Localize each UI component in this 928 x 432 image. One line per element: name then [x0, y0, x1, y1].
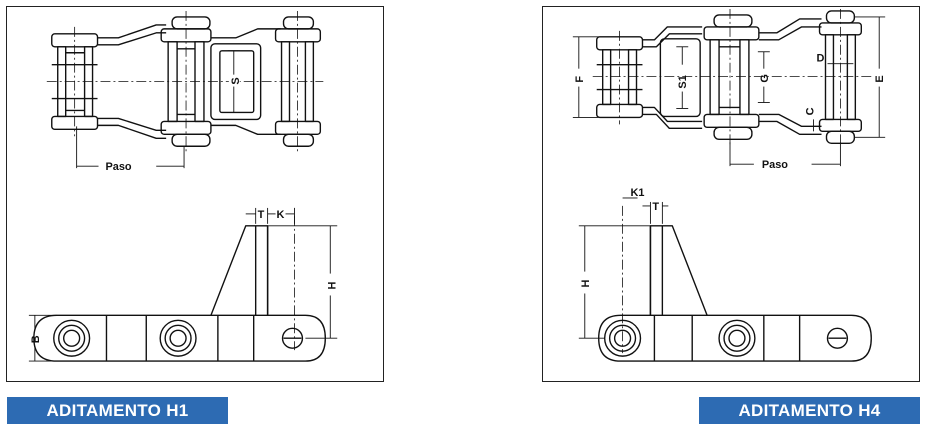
drawing-panel-h1: Paso S: [6, 6, 384, 382]
h1-b-label: B: [30, 335, 42, 343]
drawing-panel-h4: F S1 G D C: [542, 6, 920, 382]
title-banner-h4: ADITAMENTO H4: [699, 397, 920, 424]
h1-chain-drawing: Paso S: [28, 10, 338, 362]
h1-k-label: K: [277, 209, 285, 221]
title-banner-h1: ADITAMENTO H1: [7, 397, 228, 424]
h4-t-label: T: [652, 201, 659, 213]
h1-pitch-label: Paso: [105, 161, 131, 173]
h4-c-label: C: [805, 107, 817, 115]
h4-h-label: H: [580, 280, 592, 288]
h1-h-label: H: [326, 281, 338, 289]
h1-t-label: T: [258, 209, 265, 221]
h1-s-label: S: [230, 77, 242, 84]
h4-pitch-label: Paso: [762, 159, 788, 171]
h4-g-label: G: [759, 74, 771, 83]
h4-f-label: F: [574, 76, 586, 83]
h4-s1-label: S1: [677, 75, 689, 88]
h4-chain-drawing: F S1 G D C: [572, 8, 886, 362]
h4-k1-label: K1: [631, 187, 645, 199]
h4-d-label: D: [817, 53, 825, 65]
h4-e-label: E: [874, 75, 886, 82]
